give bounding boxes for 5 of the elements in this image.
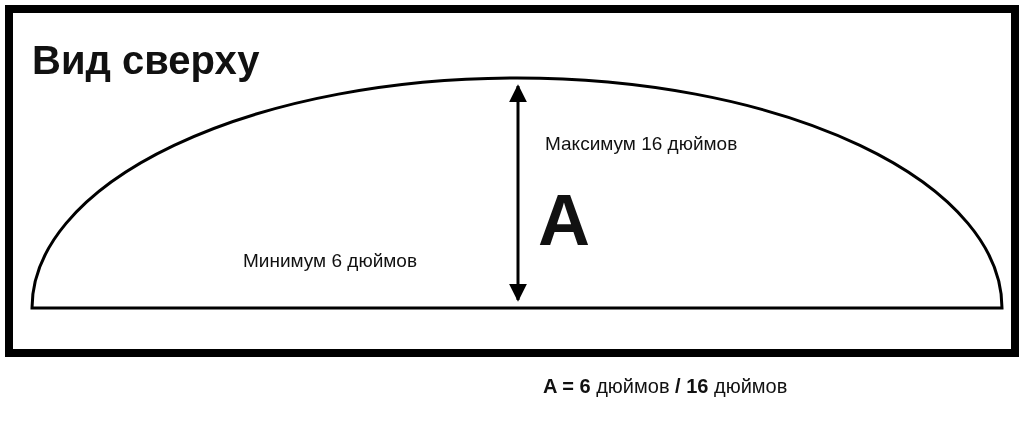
dimension-letter: A [538, 184, 590, 256]
dimension-formula: A = 6 дюймов / 16 дюймов [543, 376, 788, 396]
dimension-label: Минимум 6 дюймов [243, 251, 417, 270]
dimension-label: Максимум 16 дюймов [545, 134, 738, 153]
view-title: Вид сверху [32, 40, 260, 80]
